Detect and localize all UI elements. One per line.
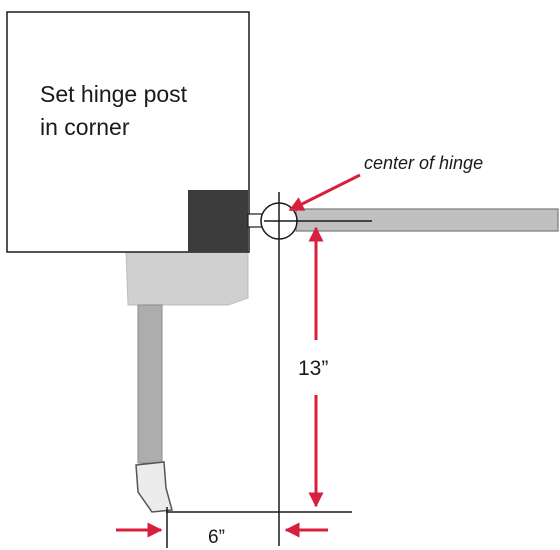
post-label-line-2: in corner	[40, 114, 130, 140]
hinge-block	[188, 190, 248, 252]
dimension-6-label: 6”	[208, 527, 225, 548]
latch-plate	[125, 251, 249, 306]
latch-arm	[137, 304, 163, 464]
latch-foot	[135, 461, 173, 513]
center-of-hinge-label: center of hinge	[364, 153, 484, 173]
gate-rail	[295, 208, 559, 232]
post-label-line-1: Set hinge post	[40, 81, 188, 107]
hinge-connector	[247, 213, 263, 228]
post-label: Set hinge post in corner	[40, 78, 187, 144]
center-of-hinge-arrow	[288, 173, 361, 212]
dimension-13-label: 13”	[296, 355, 331, 383]
